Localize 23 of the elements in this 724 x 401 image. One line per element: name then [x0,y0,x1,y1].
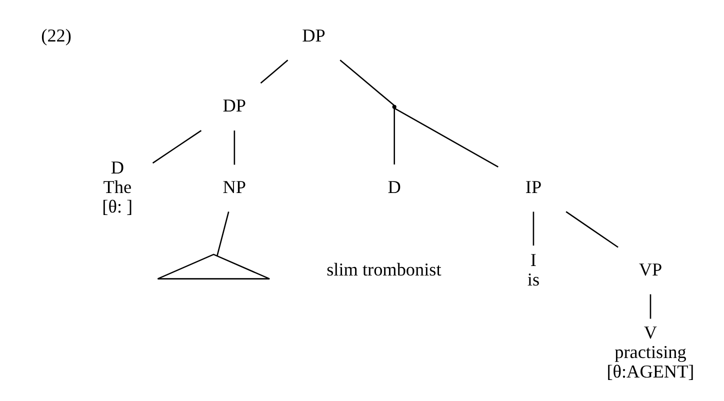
node-text: DP [302,25,325,46]
node-text: D The [θ: ] [102,157,132,216]
node-point [392,104,396,109]
node-text: DP [222,96,246,116]
node-text: I is [526,250,540,290]
label: (22) [40,25,71,46]
node-text: NP [222,176,246,197]
node-text: D [387,176,400,197]
connector [649,294,651,319]
node-text: IP [524,176,542,197]
connector [152,130,202,164]
connector [532,212,534,246]
connector [233,130,235,165]
node-text: VP [638,260,662,280]
connector [393,108,394,164]
node-triangle [156,254,270,280]
connector [339,60,394,106]
node-label: slim trombonist [326,260,441,280]
connector [394,108,498,168]
connector [565,211,618,248]
node-text: V practising [θ:AGENT] [606,322,694,382]
connector [216,212,229,256]
connector [260,60,288,84]
